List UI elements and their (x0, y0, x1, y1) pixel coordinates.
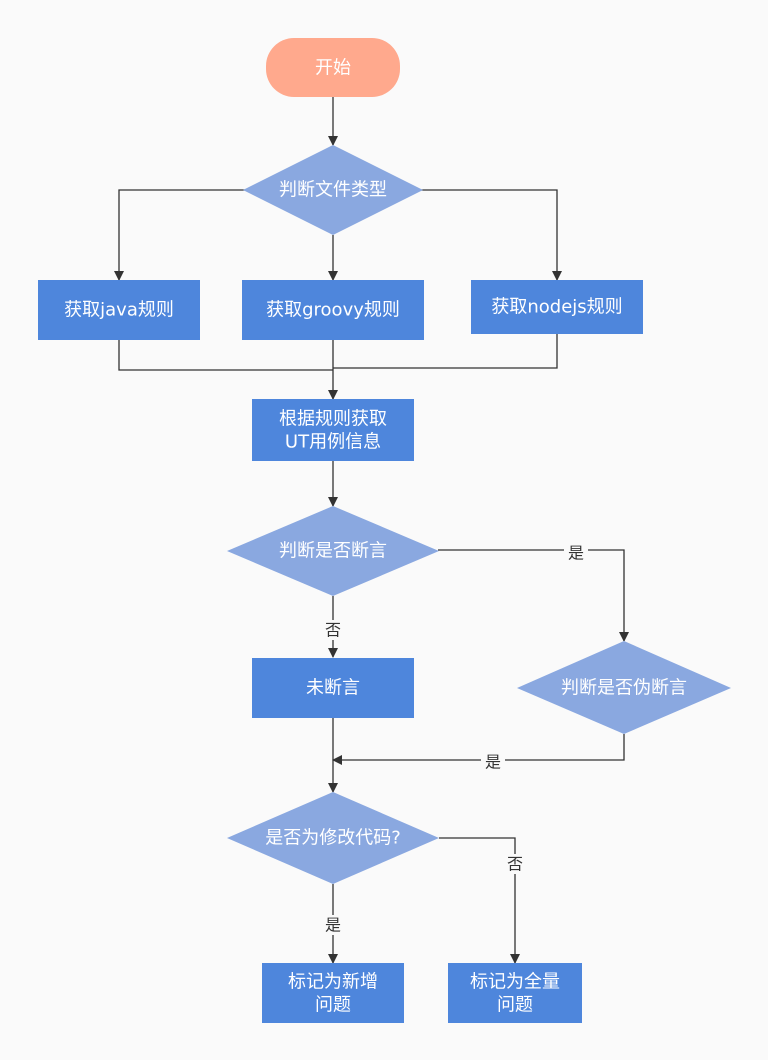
judge-assert-shape (227, 506, 439, 596)
start-node: 开始 (266, 38, 400, 97)
groovy-rules-shape (242, 280, 424, 340)
start-label: 开始 (315, 58, 351, 79)
judge-file-type-shape (243, 145, 423, 235)
edge-label-modified-yes: 是 (325, 916, 341, 935)
judge-file-type-label: 判断文件类型 (279, 180, 387, 201)
edge-fake-assert-yes (332, 734, 625, 765)
judge-fake-assert-node: 判断是否伪断言 (517, 641, 731, 734)
is-modified-code-shape (227, 792, 439, 884)
get-ut-info-label-line-2: UT用例信息 (285, 432, 381, 453)
nodejs-rules-node: 获取nodejs规则 (471, 280, 643, 334)
no-assert-node: 未断言 (252, 658, 414, 718)
edge-label-assert-yes: 是 (568, 544, 584, 563)
edge-label-modified-no: 否 (507, 855, 523, 874)
edge-nodejs-to-ut-info (333, 334, 558, 369)
no-assert-label: 未断言 (306, 678, 360, 699)
edge-judge-to-nodejs (421, 189, 562, 281)
judge-fake-assert-shape (517, 641, 731, 734)
mark-new-label-line-2: 问题 (315, 995, 351, 1016)
java-rules-label: 获取java规则 (64, 300, 174, 321)
mark-full-node: 标记为全量 问题 (448, 963, 582, 1023)
start-shape (266, 38, 400, 97)
nodejs-rules-label: 获取nodejs规则 (491, 297, 622, 318)
nodejs-rules-shape (471, 280, 643, 334)
java-rules-node: 获取java规则 (38, 280, 200, 340)
get-ut-info-label-line-1: 根据规则获取 (279, 409, 387, 430)
judge-fake-assert-label: 判断是否伪断言 (561, 678, 687, 699)
no-assert-shape (252, 658, 414, 718)
groovy-rules-label: 获取groovy规则 (266, 300, 400, 321)
edge-modified-no (439, 837, 520, 964)
edge-labels: 是 否 是 否 是 (321, 543, 588, 935)
edge-judge-to-java (114, 189, 245, 281)
mark-new-node: 标记为新增 问题 (262, 963, 404, 1023)
mark-new-label-line-1: 标记为新增 (288, 972, 378, 993)
edge-label-fake-assert-yes: 是 (485, 753, 501, 772)
edge-judge-assert-yes (438, 549, 629, 642)
mark-full-label-line-1: 标记为全量 (470, 972, 560, 993)
is-modified-code-label: 是否为修改代码? (265, 828, 401, 849)
judge-assert-label: 判断是否断言 (279, 541, 387, 562)
mark-full-shape (448, 963, 582, 1023)
edge-java-to-ut-info (118, 340, 333, 371)
mark-full-label-line-2: 问题 (497, 995, 533, 1016)
get-ut-info-node: 根据规则获取 UT用例信息 (252, 399, 414, 461)
edge-label-assert-no: 否 (325, 621, 341, 640)
mark-new-shape (262, 963, 404, 1023)
judge-file-type-node: 判断文件类型 (243, 145, 423, 235)
is-modified-code-node: 是否为修改代码? (227, 792, 439, 884)
groovy-rules-node: 获取groovy规则 (242, 280, 424, 340)
get-ut-info-shape (252, 399, 414, 461)
java-rules-shape (38, 280, 200, 340)
judge-assert-node: 判断是否断言 (227, 506, 439, 596)
